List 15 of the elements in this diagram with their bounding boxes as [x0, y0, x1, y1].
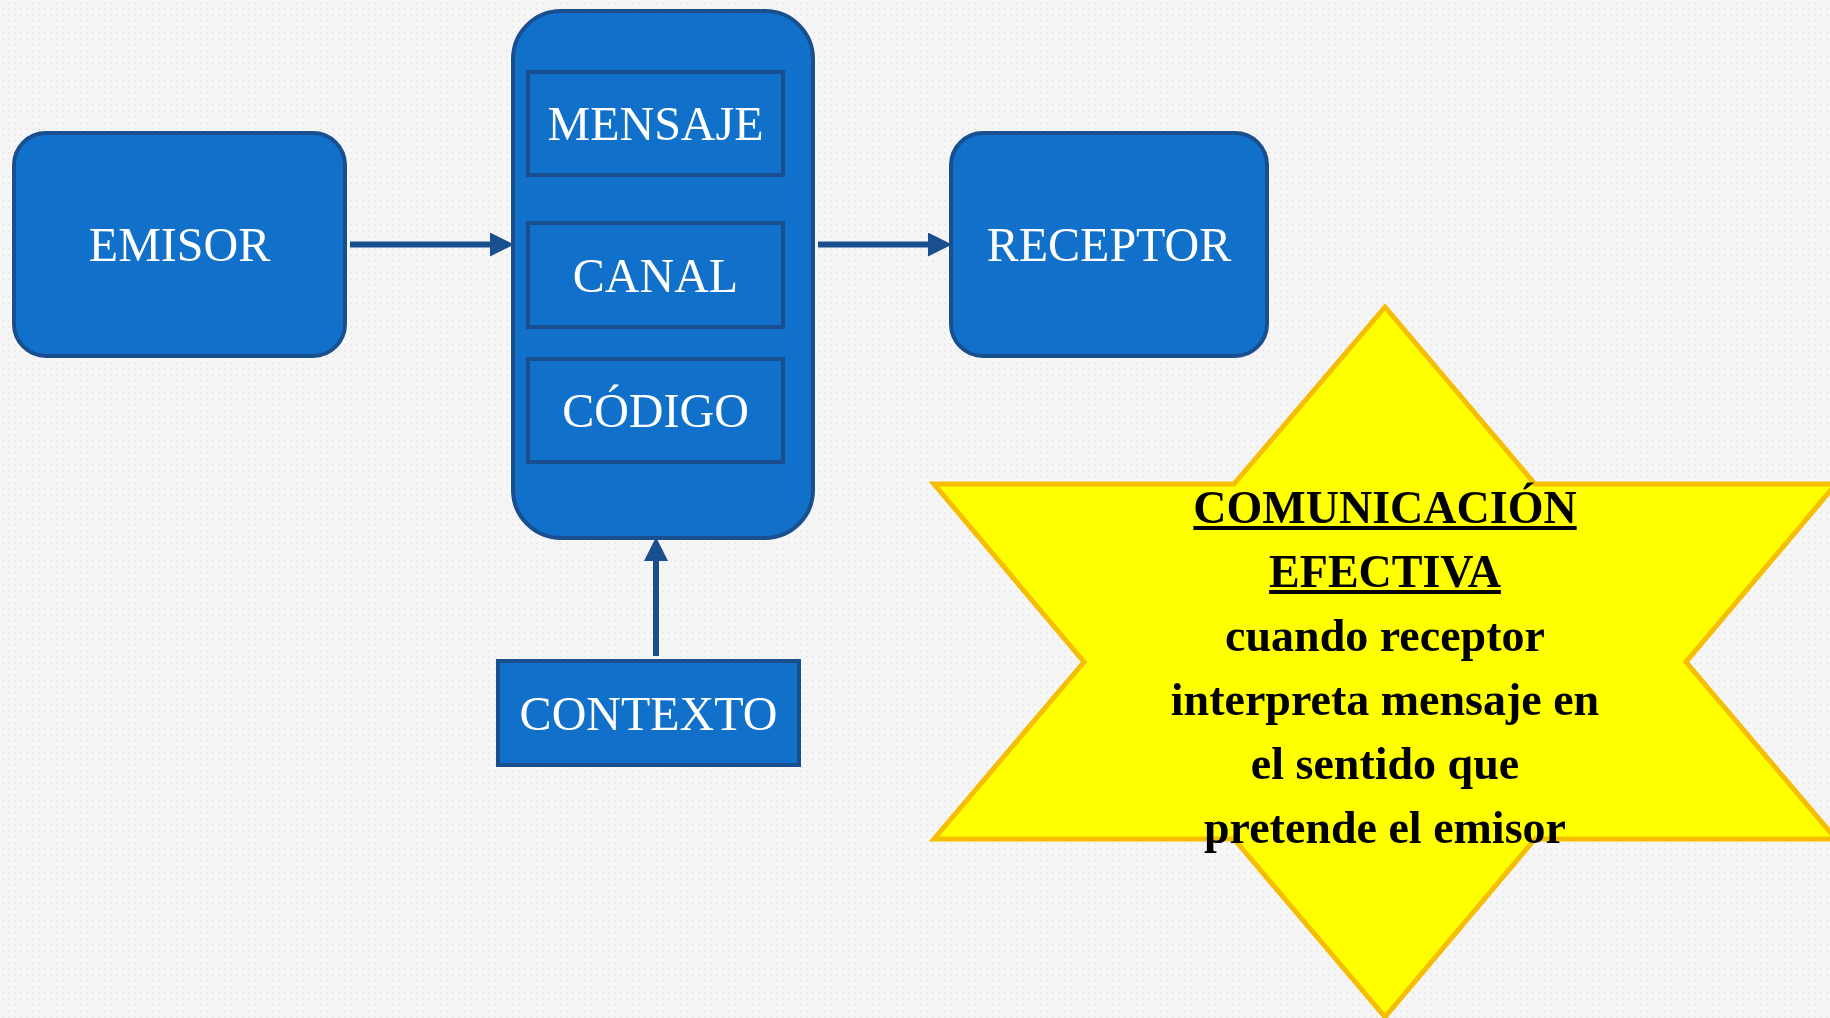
process-box: [526, 357, 785, 464]
star-text: cuando receptor interpreta mensaje en el sentido que pretende el emisor: [1169, 609, 1601, 855]
arrow: [644, 537, 668, 656]
rounded-box: [949, 131, 1269, 358]
box-label: CANAL: [572, 247, 739, 303]
box-label: CÓDIGO: [562, 383, 749, 438]
box-label: RECEPTOR: [986, 217, 1232, 272]
box-label: CONTEXTO: [519, 685, 778, 741]
process-box: [526, 70, 785, 177]
process-box: [526, 221, 785, 329]
container-box: [511, 9, 815, 540]
process-box: [496, 659, 801, 767]
box-label: EMISOR: [88, 217, 271, 272]
box-label: MENSAJE: [547, 96, 764, 151]
rounded-box: [12, 131, 347, 358]
